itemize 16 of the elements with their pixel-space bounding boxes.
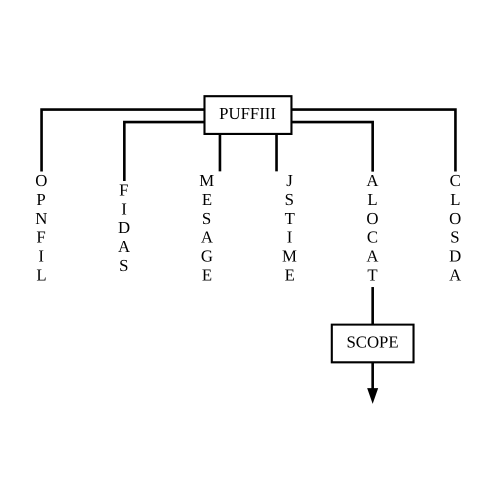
node-box: SCOPE	[330, 324, 414, 364]
node-text: OPNFIL	[34, 171, 47, 284]
node-box: PUFFIII	[202, 95, 292, 135]
node-text: FIDAS	[118, 180, 130, 275]
connector	[370, 287, 374, 324]
connector	[122, 120, 204, 181]
node-text: ALOCAT	[366, 171, 378, 284]
connector	[291, 120, 374, 172]
node-text: JSTIME	[282, 171, 296, 284]
node-text: CLOSDA	[448, 171, 461, 284]
connector	[218, 134, 221, 172]
connector	[274, 134, 278, 172]
connector	[290, 108, 456, 172]
node-text: MESAGE	[198, 171, 214, 284]
arrow	[366, 362, 378, 404]
connector	[40, 108, 204, 172]
